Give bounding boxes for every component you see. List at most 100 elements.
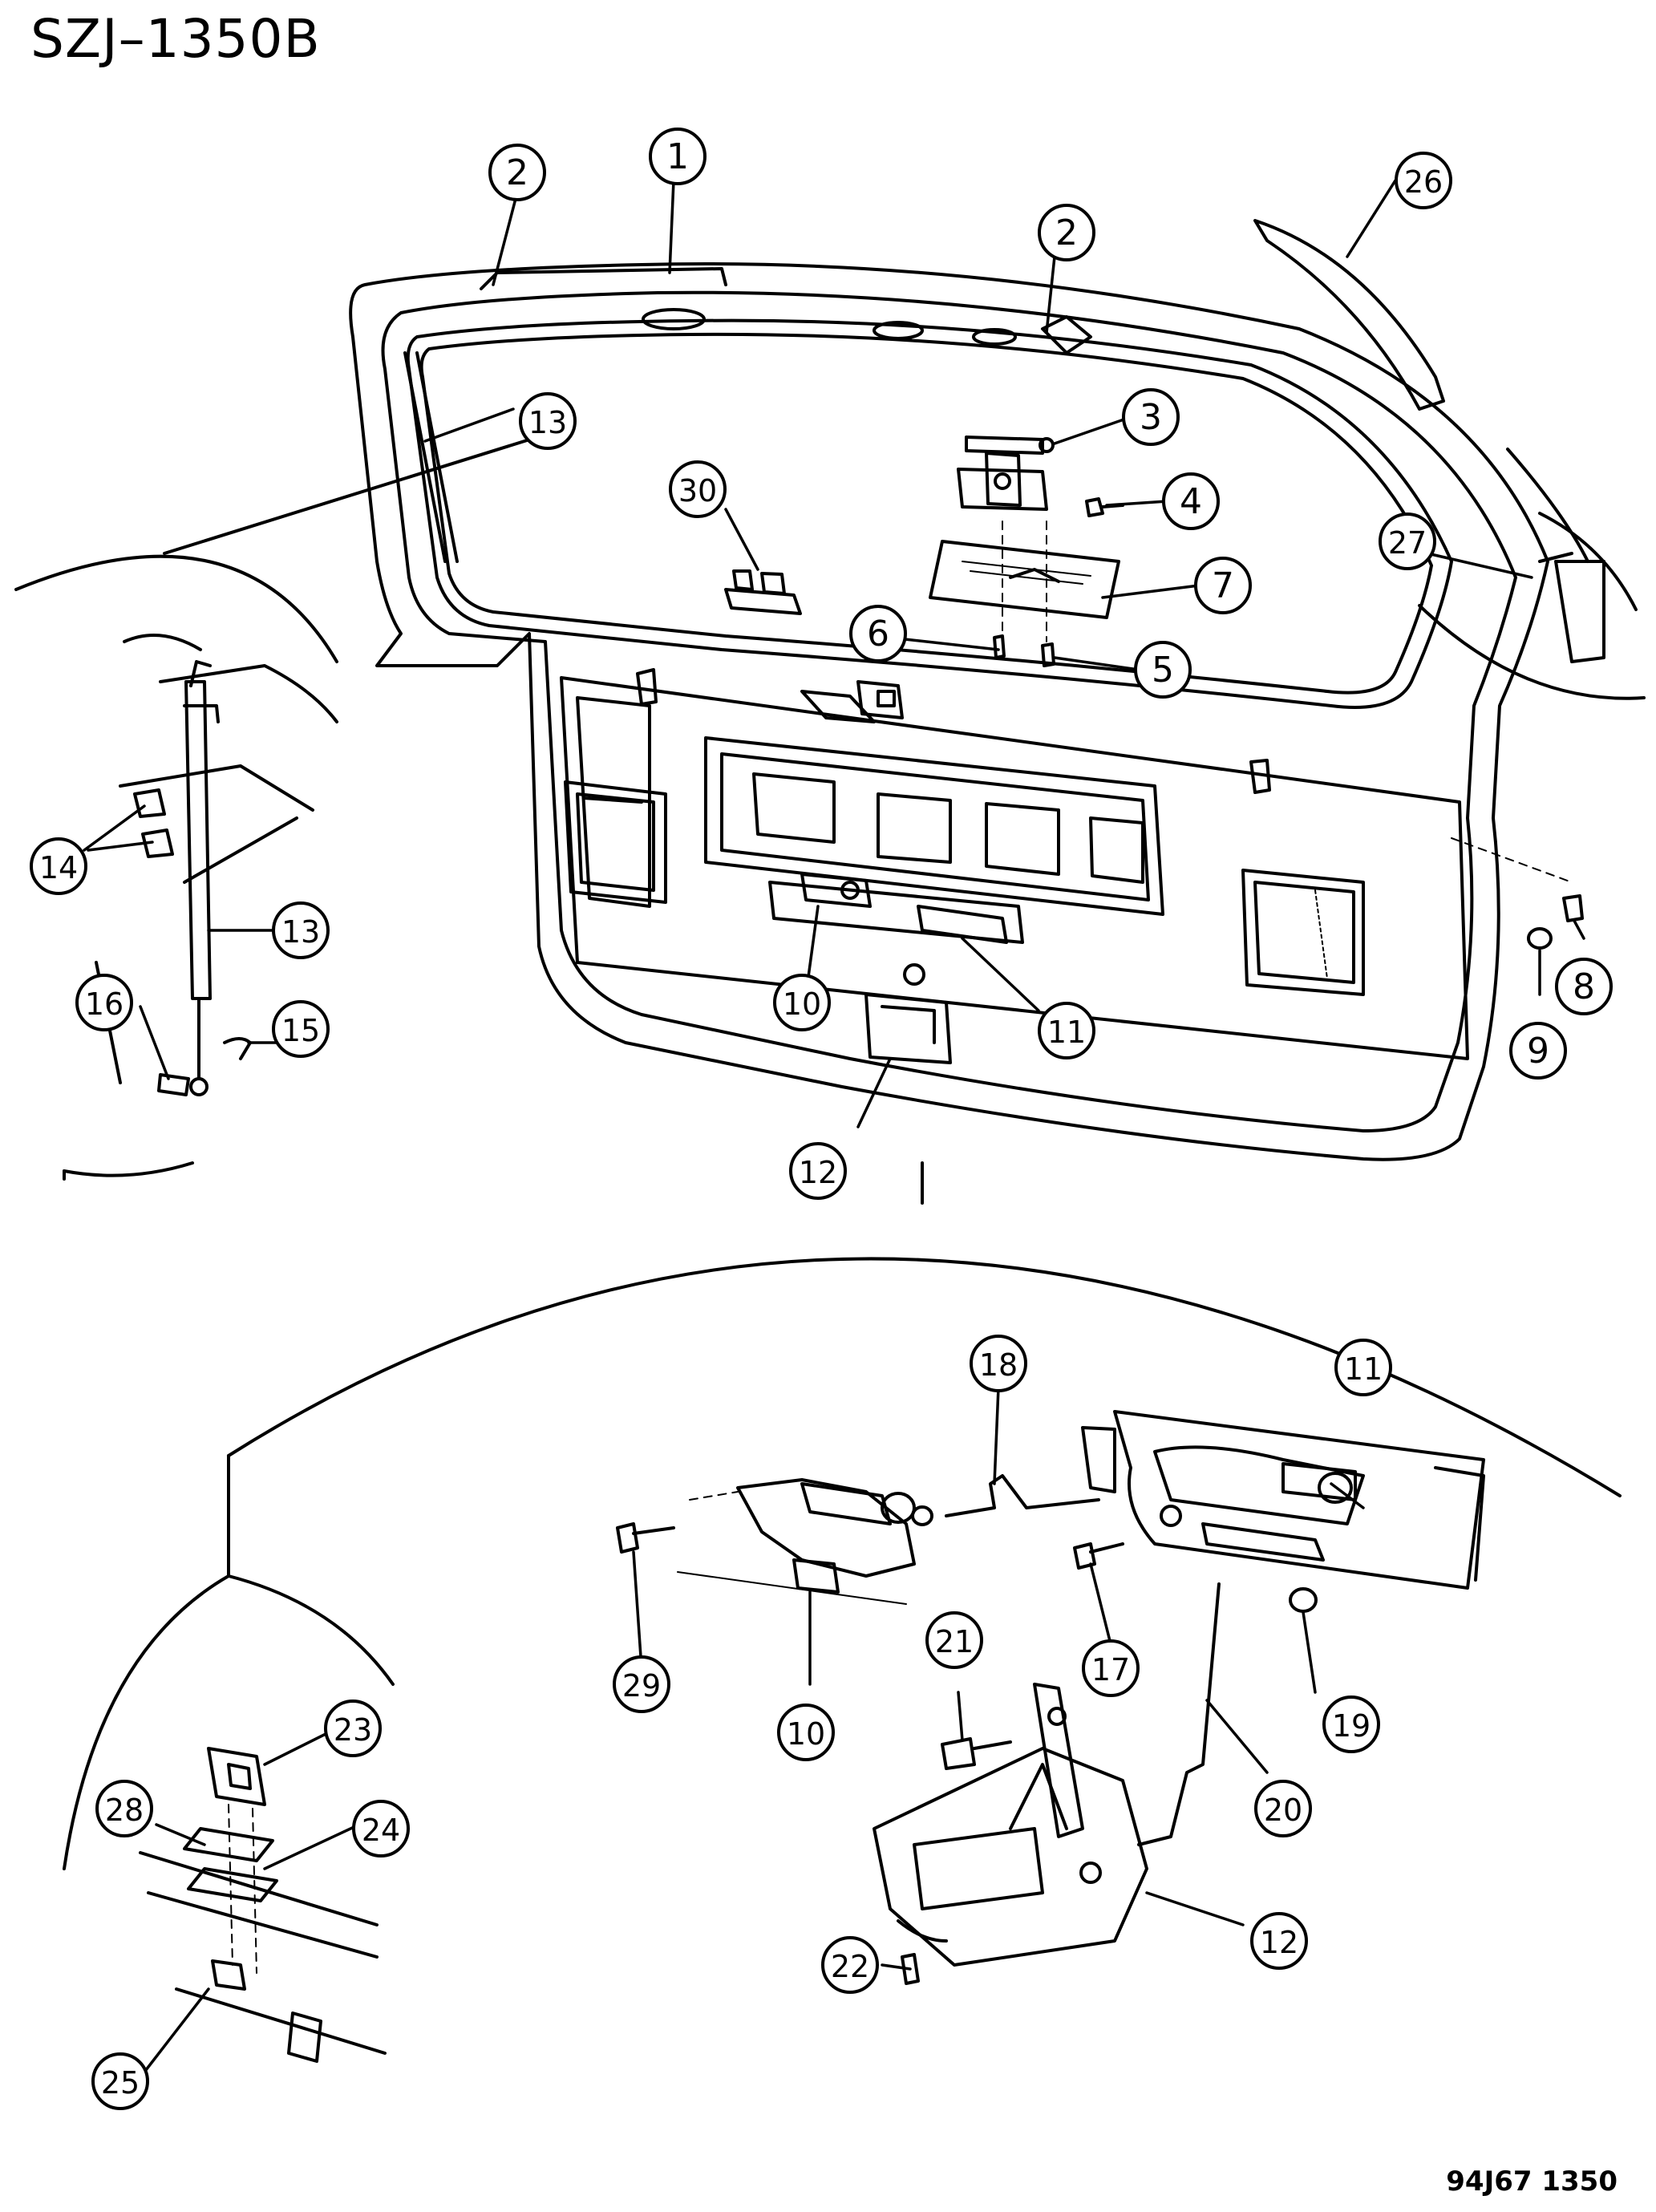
- callout-c23: 23: [324, 1700, 382, 1757]
- callout-circle: [1395, 152, 1452, 209]
- callout-c11a: 11: [1038, 1002, 1095, 1059]
- callout-number: 22: [831, 1949, 869, 1984]
- callout-circle: [1250, 1912, 1308, 1970]
- callout-circle: [519, 392, 577, 450]
- callout-number: 9: [1527, 1031, 1549, 1072]
- callout-circle: [1334, 1339, 1392, 1396]
- callout-number: 26: [1404, 164, 1443, 200]
- hinge-reinforcement-plate: [929, 540, 1120, 619]
- callout-c15: 15: [272, 1000, 330, 1058]
- callout-c6: 6: [849, 605, 907, 662]
- callout-circle: [1134, 641, 1192, 699]
- dome-lamp: [724, 569, 802, 615]
- callout-circle: [91, 2052, 149, 2110]
- callout-circle: [849, 605, 907, 662]
- callout-circle: [272, 1000, 330, 1058]
- callout-c25: 25: [91, 2052, 149, 2110]
- callout-c14: 14: [30, 837, 87, 895]
- callout-bubbles: 1223456789101112131314151617181920212223…: [30, 128, 1613, 2110]
- callout-c17: 17: [1082, 1639, 1140, 1697]
- bumper-19: [1289, 1587, 1318, 1613]
- hinge-detail: [63, 1574, 395, 2063]
- callout-circle: [1038, 204, 1095, 261]
- callout-number: 10: [783, 986, 821, 1022]
- liftgate-assembly: [349, 262, 1549, 1161]
- callout-c24: 24: [352, 1800, 410, 1858]
- callout-circle: [821, 1936, 879, 1994]
- callout-number: 10: [787, 1716, 825, 1752]
- callout-c13b: 13: [272, 901, 330, 959]
- callout-number: 24: [362, 1813, 400, 1848]
- callout-circle: [75, 974, 133, 1031]
- callout-c13a: 13: [519, 392, 577, 450]
- bumper-and-nut: [1451, 837, 1584, 950]
- callout-number: 2: [506, 152, 528, 193]
- callout-circle: [272, 901, 330, 959]
- weatherstrip-upper: [1253, 219, 1445, 411]
- callout-c21: 21: [925, 1611, 983, 1669]
- callout-c4: 4: [1162, 472, 1220, 530]
- callout-number: 20: [1264, 1793, 1302, 1828]
- drawing-code: 94J67 1350: [1446, 2165, 1618, 2198]
- callout-circle: [669, 460, 727, 518]
- callout-c5: 5: [1134, 641, 1192, 699]
- diagram-title: SZJ–1350B: [30, 8, 321, 70]
- callout-number: 18: [979, 1347, 1018, 1383]
- callout-c12a: 12: [789, 1142, 847, 1200]
- callout-number: 29: [622, 1668, 661, 1704]
- callout-number: 1: [666, 136, 689, 177]
- callout-number: 3: [1140, 397, 1162, 438]
- callout-c27: 27: [1379, 512, 1436, 570]
- callout-c2b: 2: [1038, 204, 1095, 261]
- callout-c18: 18: [970, 1335, 1027, 1392]
- callout-number: 13: [281, 914, 320, 950]
- callout-c16: 16: [75, 974, 133, 1031]
- callout-circle: [1162, 472, 1220, 530]
- rod-20: [1137, 1582, 1221, 1846]
- lock-cylinder-10: [677, 1478, 933, 1605]
- callout-number: 17: [1091, 1652, 1130, 1687]
- callout-circle: [1038, 1002, 1095, 1059]
- callout-number: 19: [1332, 1708, 1371, 1744]
- callout-number: 14: [39, 850, 78, 885]
- callout-c7: 7: [1194, 557, 1252, 614]
- callout-number: 12: [1260, 1925, 1298, 1960]
- callout-c3: 3: [1122, 388, 1180, 446]
- callout-circle: [773, 974, 831, 1031]
- callout-circle: [324, 1700, 382, 1757]
- callout-circle: [649, 128, 707, 185]
- callout-circle: [613, 1655, 670, 1713]
- callout-circle: [95, 1780, 153, 1837]
- latch-12: [873, 1683, 1148, 1967]
- callout-c30: 30: [669, 460, 727, 518]
- screw-17: [1073, 1542, 1124, 1570]
- callout-circle: [1122, 388, 1180, 446]
- callout-number: 13: [528, 405, 567, 440]
- callout-number: 25: [101, 2065, 140, 2101]
- callout-c20: 20: [1254, 1780, 1312, 1837]
- callout-number: 23: [334, 1712, 372, 1748]
- callout-circle: [789, 1142, 847, 1200]
- callout-number: 28: [105, 1793, 144, 1828]
- callout-c12b: 12: [1250, 1912, 1308, 1970]
- callout-c22: 22: [821, 1936, 879, 1994]
- callout-c1: 1: [649, 128, 707, 185]
- callout-number: 30: [678, 473, 717, 508]
- callout-number: 27: [1388, 525, 1427, 561]
- callout-circle: [1379, 512, 1436, 570]
- callout-c9: 9: [1509, 1022, 1567, 1080]
- callout-circle: [1322, 1695, 1380, 1753]
- callout-number: 11: [1047, 1015, 1086, 1050]
- callout-c28: 28: [95, 1780, 153, 1837]
- callout-circle: [1254, 1780, 1312, 1837]
- callout-c10a: 10: [773, 974, 831, 1031]
- callout-c19: 19: [1322, 1695, 1380, 1753]
- weatherstrip-detail: [1418, 448, 1646, 700]
- callout-number: 6: [867, 614, 889, 654]
- callout-circle: [1509, 1022, 1567, 1080]
- callout-c11b: 11: [1334, 1339, 1392, 1396]
- callout-circle: [352, 1800, 410, 1858]
- leader-lines: [83, 179, 1585, 2079]
